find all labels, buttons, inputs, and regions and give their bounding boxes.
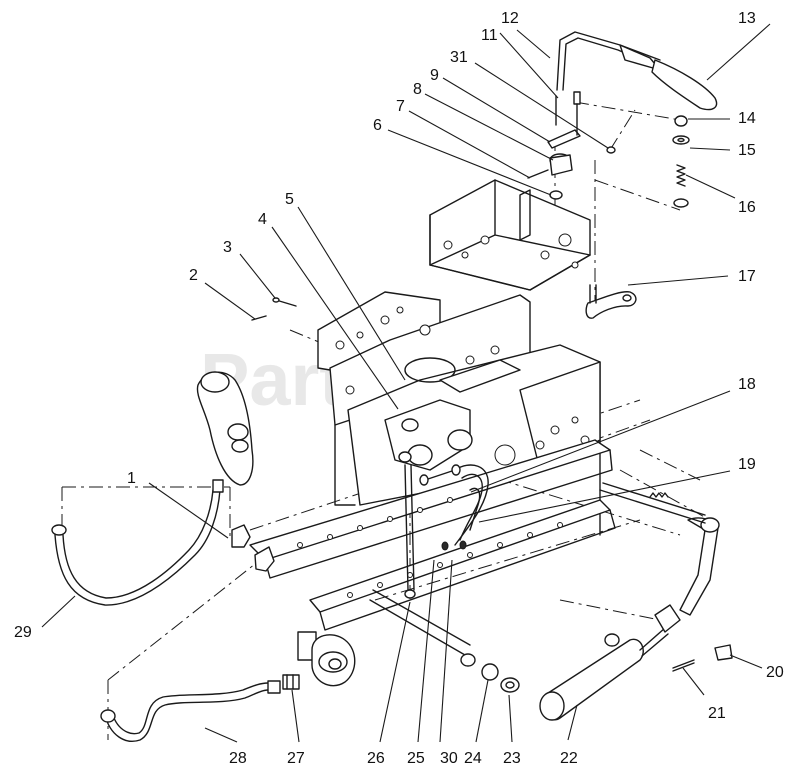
pump-assembly (196, 371, 254, 486)
callout-1: 1 (127, 470, 136, 487)
shaft-and-bushings (369, 589, 520, 693)
callout-21: 21 (708, 705, 726, 722)
callout-20: 20 (766, 664, 784, 681)
callout-13: 13 (738, 10, 756, 27)
fitting-27 (282, 674, 300, 690)
long-bolt (404, 464, 416, 599)
callout-15: 15 (738, 142, 756, 159)
control-bracket (429, 179, 591, 291)
callout-7: 7 (396, 98, 405, 115)
tube-29 (51, 479, 224, 606)
control-lever (556, 31, 661, 91)
callout-6: 6 (373, 117, 382, 134)
callout-9: 9 (430, 67, 439, 84)
hose-28 (100, 680, 281, 742)
callout-29: 29 (14, 624, 32, 641)
callout-2: 2 (189, 267, 198, 284)
pump-motor (297, 631, 356, 687)
hydraulic-cylinder (539, 604, 681, 721)
callout-leaders (41, 23, 771, 743)
lever-knob (651, 59, 718, 111)
pin-20-cotter-21 (672, 644, 733, 672)
callout-17: 17 (738, 268, 756, 285)
hook-link (585, 284, 637, 319)
callout-3: 3 (223, 239, 232, 256)
callout-24: 24 (464, 750, 482, 767)
bellcrank-arm (599, 482, 720, 616)
callout-25: 25 (407, 750, 425, 767)
callout-19: 19 (738, 456, 756, 473)
elbow-fittings (231, 524, 275, 572)
callout-27: 27 (287, 750, 305, 767)
callout-28: 28 (229, 750, 247, 767)
valve-assembly (384, 399, 489, 551)
callout-22: 22 (560, 750, 578, 767)
callout-31: 31 (450, 49, 468, 66)
callout-4: 4 (258, 211, 267, 228)
knob-hardware (672, 115, 690, 208)
pivot-assembly (527, 91, 616, 200)
callout-14: 14 (738, 110, 756, 127)
callout-5: 5 (285, 191, 294, 208)
callout-18: 18 (738, 376, 756, 393)
lower-rail (249, 439, 616, 631)
callout-8: 8 (413, 81, 422, 98)
callout-26: 26 (367, 750, 385, 767)
callout-23: 23 (503, 750, 521, 767)
callout-16: 16 (738, 199, 756, 216)
callout-12: 12 (501, 10, 519, 27)
callout-30: 30 (440, 750, 458, 767)
callout-labels: 1 2 3 4 5 6 7 8 9 11 12 13 14 15 16 17 1… (14, 10, 784, 767)
fasteners-2-3 (251, 297, 297, 321)
callout-11: 11 (481, 27, 498, 44)
